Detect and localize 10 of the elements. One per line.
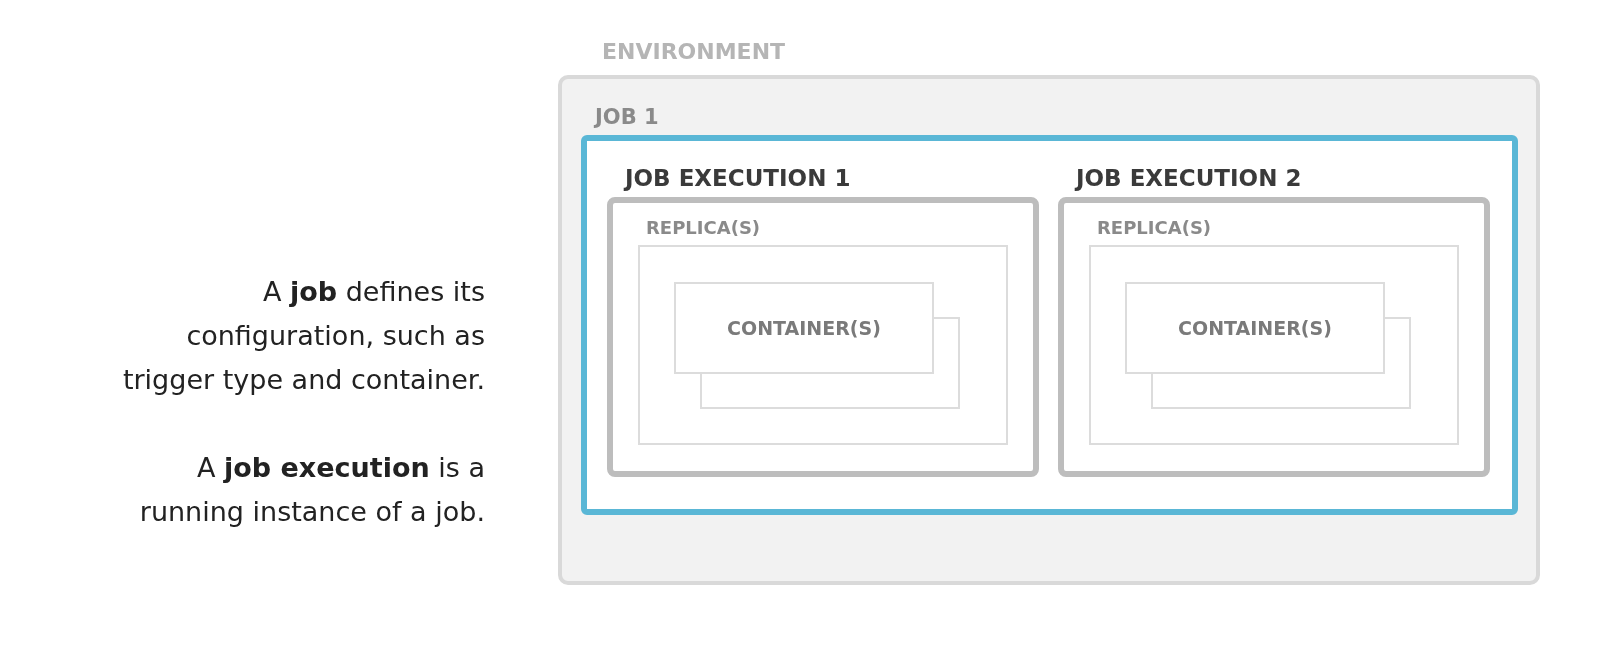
job-execution-heading: JOB EXECUTION 2 — [1076, 165, 1302, 191]
environment-heading: ENVIRONMENT — [602, 39, 786, 64]
job-execution-heading: JOB EXECUTION 1 — [625, 165, 851, 191]
job-heading: JOB 1 — [595, 105, 659, 129]
stacked-container-cards: CONTAINER(S) — [674, 282, 960, 409]
stacked-container-cards: CONTAINER(S) — [1125, 282, 1411, 409]
replica-heading: REPLICA(S) — [646, 217, 761, 238]
description-text: A job execution is a running instance of a job. — [138, 451, 485, 529]
description-text: A job defines its configuration, such as trigger type and container. — [121, 275, 485, 397]
replica-heading: REPLICA(S) — [1097, 217, 1212, 238]
